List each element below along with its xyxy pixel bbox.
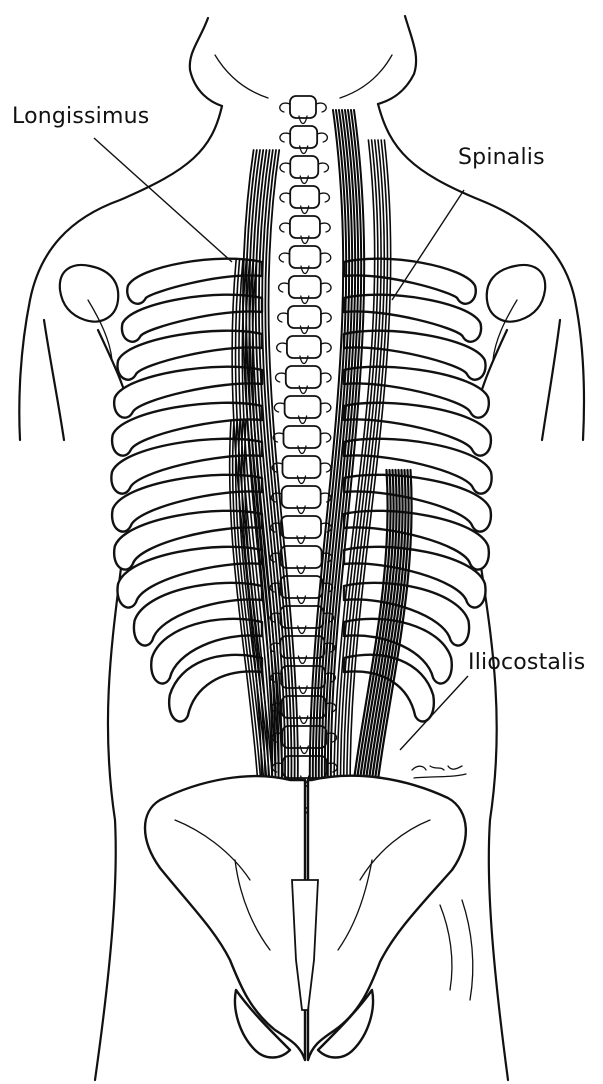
vertebra xyxy=(290,126,317,148)
transverse-process xyxy=(277,343,287,352)
label-spinalis: Spinalis xyxy=(458,145,545,170)
transverse-process xyxy=(317,133,327,142)
transverse-process xyxy=(276,373,286,382)
transverse-process xyxy=(321,373,331,382)
transverse-process xyxy=(279,283,289,292)
transverse-process xyxy=(280,163,290,172)
vertebra xyxy=(281,516,321,538)
transverse-process xyxy=(320,223,330,232)
transverse-process xyxy=(280,223,290,232)
transverse-process xyxy=(320,433,330,442)
transverse-process xyxy=(321,313,331,322)
vertebra xyxy=(289,276,321,298)
label-longissimus: Longissimus xyxy=(12,104,149,129)
longissimus-leader-line xyxy=(94,138,232,262)
vertebra xyxy=(290,156,318,178)
vertebra xyxy=(290,96,316,118)
transverse-process xyxy=(316,103,326,112)
vertebra xyxy=(290,216,320,238)
vertebra xyxy=(285,396,321,418)
transverse-process xyxy=(321,343,331,352)
vertebra xyxy=(282,456,320,478)
transverse-process xyxy=(321,283,331,292)
transverse-process xyxy=(319,193,329,202)
vertebra xyxy=(283,756,327,778)
vertebra xyxy=(283,426,320,448)
vertebra xyxy=(282,486,321,508)
transverse-process xyxy=(278,313,288,322)
transverse-process xyxy=(318,163,328,172)
vertebra xyxy=(288,306,321,328)
transverse-process xyxy=(280,193,290,202)
transverse-process xyxy=(274,403,284,412)
transverse-process xyxy=(320,253,330,262)
label-iliocostalis: Iliocostalis xyxy=(468,650,585,675)
transverse-process xyxy=(270,643,280,652)
vertebra xyxy=(287,336,321,358)
vertebra xyxy=(289,246,320,268)
transverse-process xyxy=(279,253,289,262)
pelvis xyxy=(145,776,473,1060)
transverse-process xyxy=(321,403,331,412)
vertebra xyxy=(290,186,319,208)
artist-signature xyxy=(412,766,466,778)
transverse-process xyxy=(320,463,330,472)
transverse-process xyxy=(280,133,290,142)
transverse-process xyxy=(280,103,290,112)
vertebra xyxy=(286,366,321,388)
